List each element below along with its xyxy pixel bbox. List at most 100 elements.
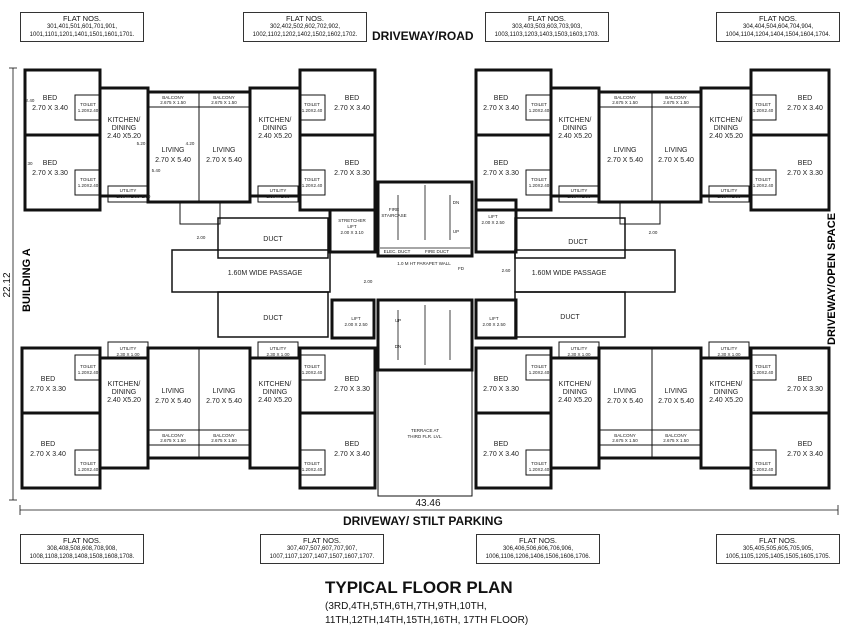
flat-nos-box-top-left: FLAT NOS. 301,401,501,601,701,901, 1001,… bbox=[20, 12, 144, 42]
room-label: TOILET bbox=[80, 102, 96, 107]
room-dim: 2.30 X 1.00 bbox=[116, 194, 140, 199]
dim-label: 5.20 bbox=[137, 141, 146, 146]
stair-dn-label: DN bbox=[453, 200, 460, 205]
room-dim: 2.70 X 3.40 bbox=[30, 451, 66, 458]
room-dim: 2.70 X 3.30 bbox=[30, 386, 66, 393]
room-label: BED bbox=[494, 441, 508, 448]
labels-top-mid-left: KITCHEN/ DINING 2.40 X5.20 UTILITY 2.30 … bbox=[258, 95, 370, 199]
room-label: DINING bbox=[112, 125, 137, 132]
room-dim: 2.70 X 5.40 bbox=[607, 157, 643, 164]
flat-nos-line: 301,401,501,601,701,901, bbox=[46, 24, 118, 30]
overall-height-label: 22.12 bbox=[2, 272, 13, 297]
room-label: BED bbox=[345, 160, 359, 167]
flat-nos-heading: FLAT NOS. bbox=[758, 536, 798, 545]
flat-nos-box-bottom-right: FLAT NOS. 305,405,505,605,705,905, 1005,… bbox=[716, 534, 840, 564]
room-dim: 2.70 X 3.30 bbox=[483, 386, 519, 393]
passage-label: 1.60M WIDE PASSAGE bbox=[228, 270, 303, 277]
lift-dim: 2.00 X 2.50 bbox=[344, 322, 368, 327]
room-dim: 1.20X2.40 bbox=[529, 467, 550, 472]
parapet-label: 1.0 M HT PARAPET WALL bbox=[397, 261, 451, 266]
room-label: BED bbox=[494, 376, 508, 383]
room-label: BALCONY bbox=[614, 433, 636, 438]
room-dim: 2.40 X5.20 bbox=[107, 397, 141, 404]
room-dim: 2.70 X 3.40 bbox=[483, 105, 519, 112]
room-label: LIVING bbox=[213, 147, 236, 154]
lift-top-right bbox=[474, 198, 518, 254]
room-label: TOILET bbox=[531, 364, 547, 369]
room-dim: 2.30 X 1.00 bbox=[717, 352, 741, 357]
room-dim: 1.20X2.40 bbox=[753, 183, 774, 188]
elec-duct-label: ELEC. DUCT bbox=[384, 249, 411, 254]
stretcher-lift bbox=[328, 208, 377, 254]
stretcher-lift-dim: 2.00 X 3.10 bbox=[340, 230, 364, 235]
flat-nos-line: 306,406,506,606,706,906, bbox=[502, 546, 574, 552]
flat-nos-box-bottom-left: FLAT NOS. 308,408,508,608,708,908, 1008,… bbox=[20, 534, 144, 564]
dim-label: 2.00 bbox=[364, 279, 373, 284]
room-dim: 2.70 X 3.30 bbox=[334, 386, 370, 393]
room-dim: 2.675 X 1.50 bbox=[663, 100, 689, 105]
room-label: LIVING bbox=[614, 147, 637, 154]
labels-bottom-left: BED 2.70 X 3.30 BED 2.70 X 3.40 TOILET 1… bbox=[30, 346, 242, 472]
room-dim: 2.70 X 3.40 bbox=[32, 105, 68, 112]
fd-label: FD bbox=[458, 266, 465, 271]
floors-line-2: 11TH,12TH,14TH,15TH,16TH, 17TH FLOOR) bbox=[325, 615, 529, 626]
flat-bottom-mid-right bbox=[474, 346, 703, 490]
room-label: BALCONY bbox=[162, 95, 184, 100]
flat-nos-box-bottom-mid-left: FLAT NOS. 307,407,507,607,707,907, 1007,… bbox=[260, 534, 384, 564]
terrace-label: TERRACE AT bbox=[411, 428, 439, 433]
room-label: BED bbox=[798, 160, 812, 167]
room-label: TOILET bbox=[304, 177, 320, 182]
room-dim: 1.20X2.40 bbox=[78, 467, 99, 472]
room-label: BALCONY bbox=[213, 95, 235, 100]
passage-label: 1.60M WIDE PASSAGE bbox=[532, 270, 607, 277]
room-label: BED bbox=[494, 95, 508, 102]
flat-nos-line: 303,403,503,603,703,903, bbox=[511, 24, 583, 30]
room-label: TOILET bbox=[80, 177, 96, 182]
room-dim: 1.20X2.40 bbox=[529, 370, 550, 375]
room-dim: 2.40 X5.20 bbox=[709, 397, 743, 404]
lift-bottom-right bbox=[474, 298, 518, 340]
room-label: BED bbox=[43, 160, 57, 167]
labels-core: DUCT DUCT DUCT DUCT 1.60M WIDE PASSAGE 1… bbox=[26, 98, 658, 439]
flat-nos-heading: FLAT NOS. bbox=[285, 14, 325, 23]
driveway-stilt-label: DRIVEWAY/ STILT PARKING bbox=[343, 514, 503, 528]
dim-label: 2.60 bbox=[502, 268, 511, 273]
room-label: LIVING bbox=[665, 147, 688, 154]
room-dim: 2.70 X 3.40 bbox=[787, 105, 823, 112]
room-dim: 2.70 X 5.40 bbox=[155, 398, 191, 405]
flat-nos-line: 1002,1102,1202,1402,1502,1602,1702. bbox=[252, 31, 358, 38]
room-dim: 2.40 X5.20 bbox=[709, 133, 743, 140]
room-dim: 2.70 X 3.40 bbox=[483, 451, 519, 458]
flat-nos-line: 1006,1106,1206,1406,1506,1606,1706. bbox=[485, 553, 591, 560]
fire-staircase-label: STAIRCASE bbox=[381, 213, 406, 218]
room-label: TOILET bbox=[80, 364, 96, 369]
room-dim: 1.20X2.40 bbox=[302, 370, 323, 375]
room-label: KITCHEN/ bbox=[108, 381, 141, 388]
room-dim: 2.30 X 1.00 bbox=[266, 194, 290, 199]
room-dim: 2.70 X 3.40 bbox=[334, 451, 370, 458]
labels-bottom-mid-left: UTILITY 2.30 X 1.00 KITCHEN/ DINING 2.40… bbox=[258, 346, 370, 472]
dim-label: 2.00 bbox=[197, 235, 206, 240]
duct-top-left bbox=[217, 217, 329, 259]
room-label: KITCHEN/ bbox=[259, 117, 292, 124]
dim-label: 1.00 bbox=[142, 194, 151, 199]
room-label: TOILET bbox=[531, 102, 547, 107]
room-dim: 2.40 X5.20 bbox=[258, 133, 292, 140]
room-dim: 1.20X2.40 bbox=[529, 183, 550, 188]
floors-line-1: (3RD,4TH,5TH,6TH,7TH,9TH,10TH, bbox=[325, 601, 487, 612]
room-label: TOILET bbox=[531, 461, 547, 466]
room-label: UTILITY bbox=[571, 346, 588, 351]
room-label: BED bbox=[345, 376, 359, 383]
room-label: BED bbox=[43, 95, 57, 102]
room-label: KITCHEN/ bbox=[108, 117, 141, 124]
room-dim: 1.20X2.40 bbox=[753, 108, 774, 113]
lift-label: LIFT bbox=[488, 214, 498, 219]
room-label: BALCONY bbox=[614, 95, 636, 100]
room-label: DINING bbox=[563, 125, 588, 132]
room-dim: 1.20X2.40 bbox=[302, 183, 323, 188]
room-label: BED bbox=[41, 376, 55, 383]
driveway-road-label: DRIVEWAY/ROAD bbox=[372, 29, 474, 43]
room-dim: 2.70 X 5.40 bbox=[155, 157, 191, 164]
room-label: UTILITY bbox=[721, 188, 738, 193]
room-dim: 2.70 X 3.30 bbox=[787, 386, 823, 393]
